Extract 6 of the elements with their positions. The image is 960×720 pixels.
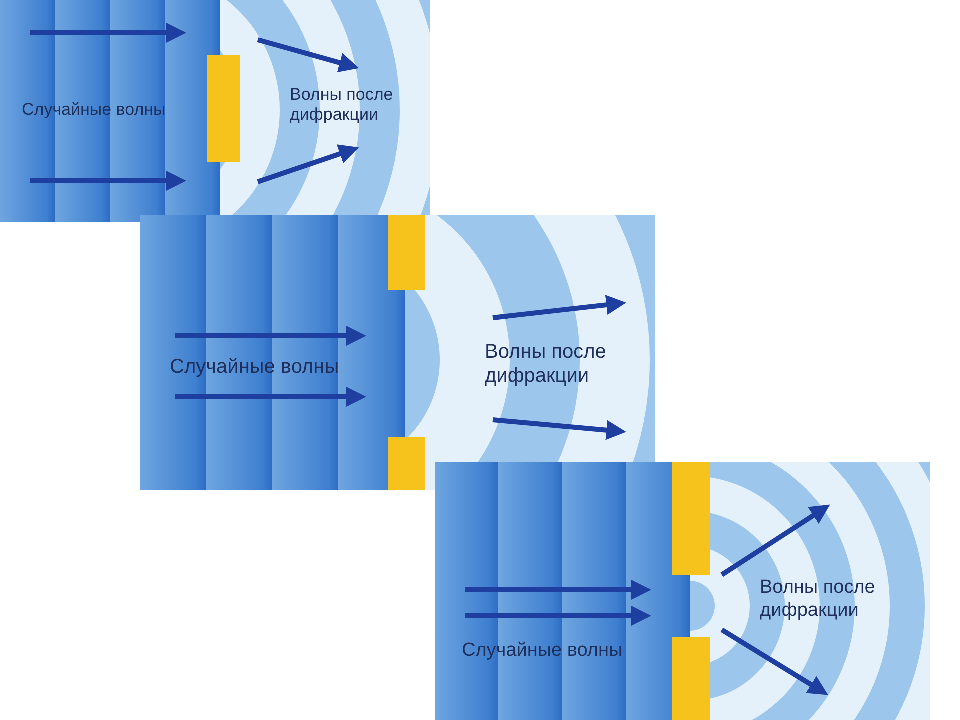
wave-label: Волны после дифракции: [760, 577, 876, 623]
wave-label: Волны после дифракции: [485, 340, 608, 388]
wave-label: Случайные волны: [170, 355, 340, 379]
wave-label: Случайные волны: [462, 640, 623, 663]
wave-label: Волны после дифракции: [290, 85, 394, 126]
wave-label: Случайные волны: [22, 100, 166, 120]
